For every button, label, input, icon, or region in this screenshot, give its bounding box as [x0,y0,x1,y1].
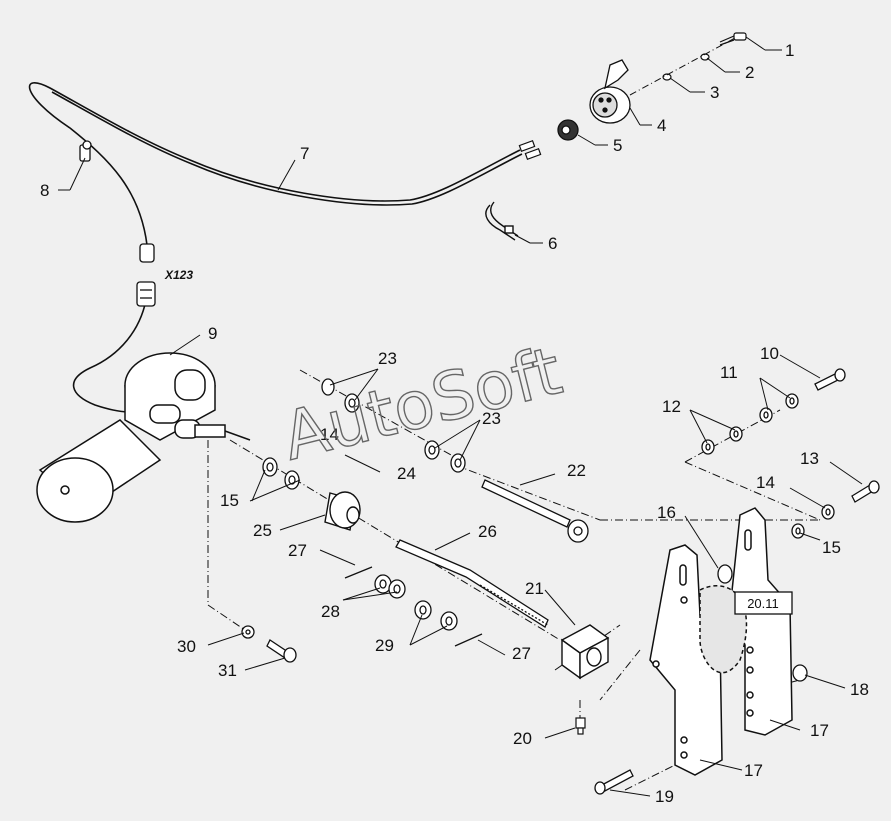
callout-9: 9 [208,324,217,343]
grease-nipple [575,717,586,735]
cable-harness [28,82,523,413]
callout-18: 18 [850,680,869,699]
watermark: AutoSoft [275,332,569,475]
threaded-rod [395,539,549,628]
callout-12: 12 [662,397,681,416]
callout-15-left: 15 [220,491,239,510]
long-bolt [481,479,589,543]
callout-23-upper: 23 [378,349,397,368]
callout-19: 19 [655,787,674,806]
cable-terminals [518,140,542,160]
callout-10: 10 [760,344,779,363]
callout-17-right: 17 [810,721,829,740]
cable-clip [79,140,92,162]
callout-6: 6 [548,234,557,253]
right-fasteners [594,368,880,795]
callout-14-left: 14 [320,425,339,444]
nut [662,73,672,81]
cable-tie [485,201,519,241]
callout-3: 3 [710,83,719,102]
callout-15-right: 15 [822,538,841,557]
callout-26: 26 [478,522,497,541]
leader-lines [58,36,863,797]
callout-22: 22 [567,461,586,480]
callout-8: 8 [40,181,49,200]
connector-tag: X123 [164,268,193,282]
coupling-sleeve [324,491,361,531]
callout-2: 2 [745,63,754,82]
socket-axis [629,37,736,96]
callout-7: 7 [300,144,309,163]
mounting-brackets [649,507,793,776]
connector-x123 [136,243,156,307]
callout-20: 20 [513,729,532,748]
washers-spacers [262,378,466,490]
callout-5: 5 [613,136,622,155]
callout-numbers: 1 2 3 4 5 6 7 8 9 10 11 12 13 14 14 15 1… [40,41,869,806]
callout-31: 31 [218,661,237,680]
callout-28: 28 [321,602,340,621]
reference-box: 20.11 [734,591,793,615]
lower-fasteners [241,625,297,663]
callout-23-lower: 23 [482,409,501,428]
callout-27-upper: 27 [288,541,307,560]
callout-21: 21 [525,579,544,598]
callout-29: 29 [375,636,394,655]
callout-4: 4 [657,116,666,135]
callout-11: 11 [720,363,738,382]
callout-14-right: 14 [756,473,775,492]
callout-1: 1 [785,41,794,60]
spacer-16 [717,564,733,584]
socket-body [589,59,631,124]
socket-screw [719,32,747,46]
callout-13: 13 [800,449,819,468]
square-block [560,624,610,680]
reference-label: 20.11 [747,596,779,611]
callout-16: 16 [657,503,676,522]
motor-assembly [36,352,251,523]
callout-24: 24 [397,464,416,483]
callout-17-lower: 17 [744,761,763,780]
callout-30: 30 [177,637,196,656]
pins-and-washers [344,566,483,647]
callout-25: 25 [253,521,272,540]
callout-27-lower: 27 [512,644,531,663]
rubber-grommet [557,119,579,141]
